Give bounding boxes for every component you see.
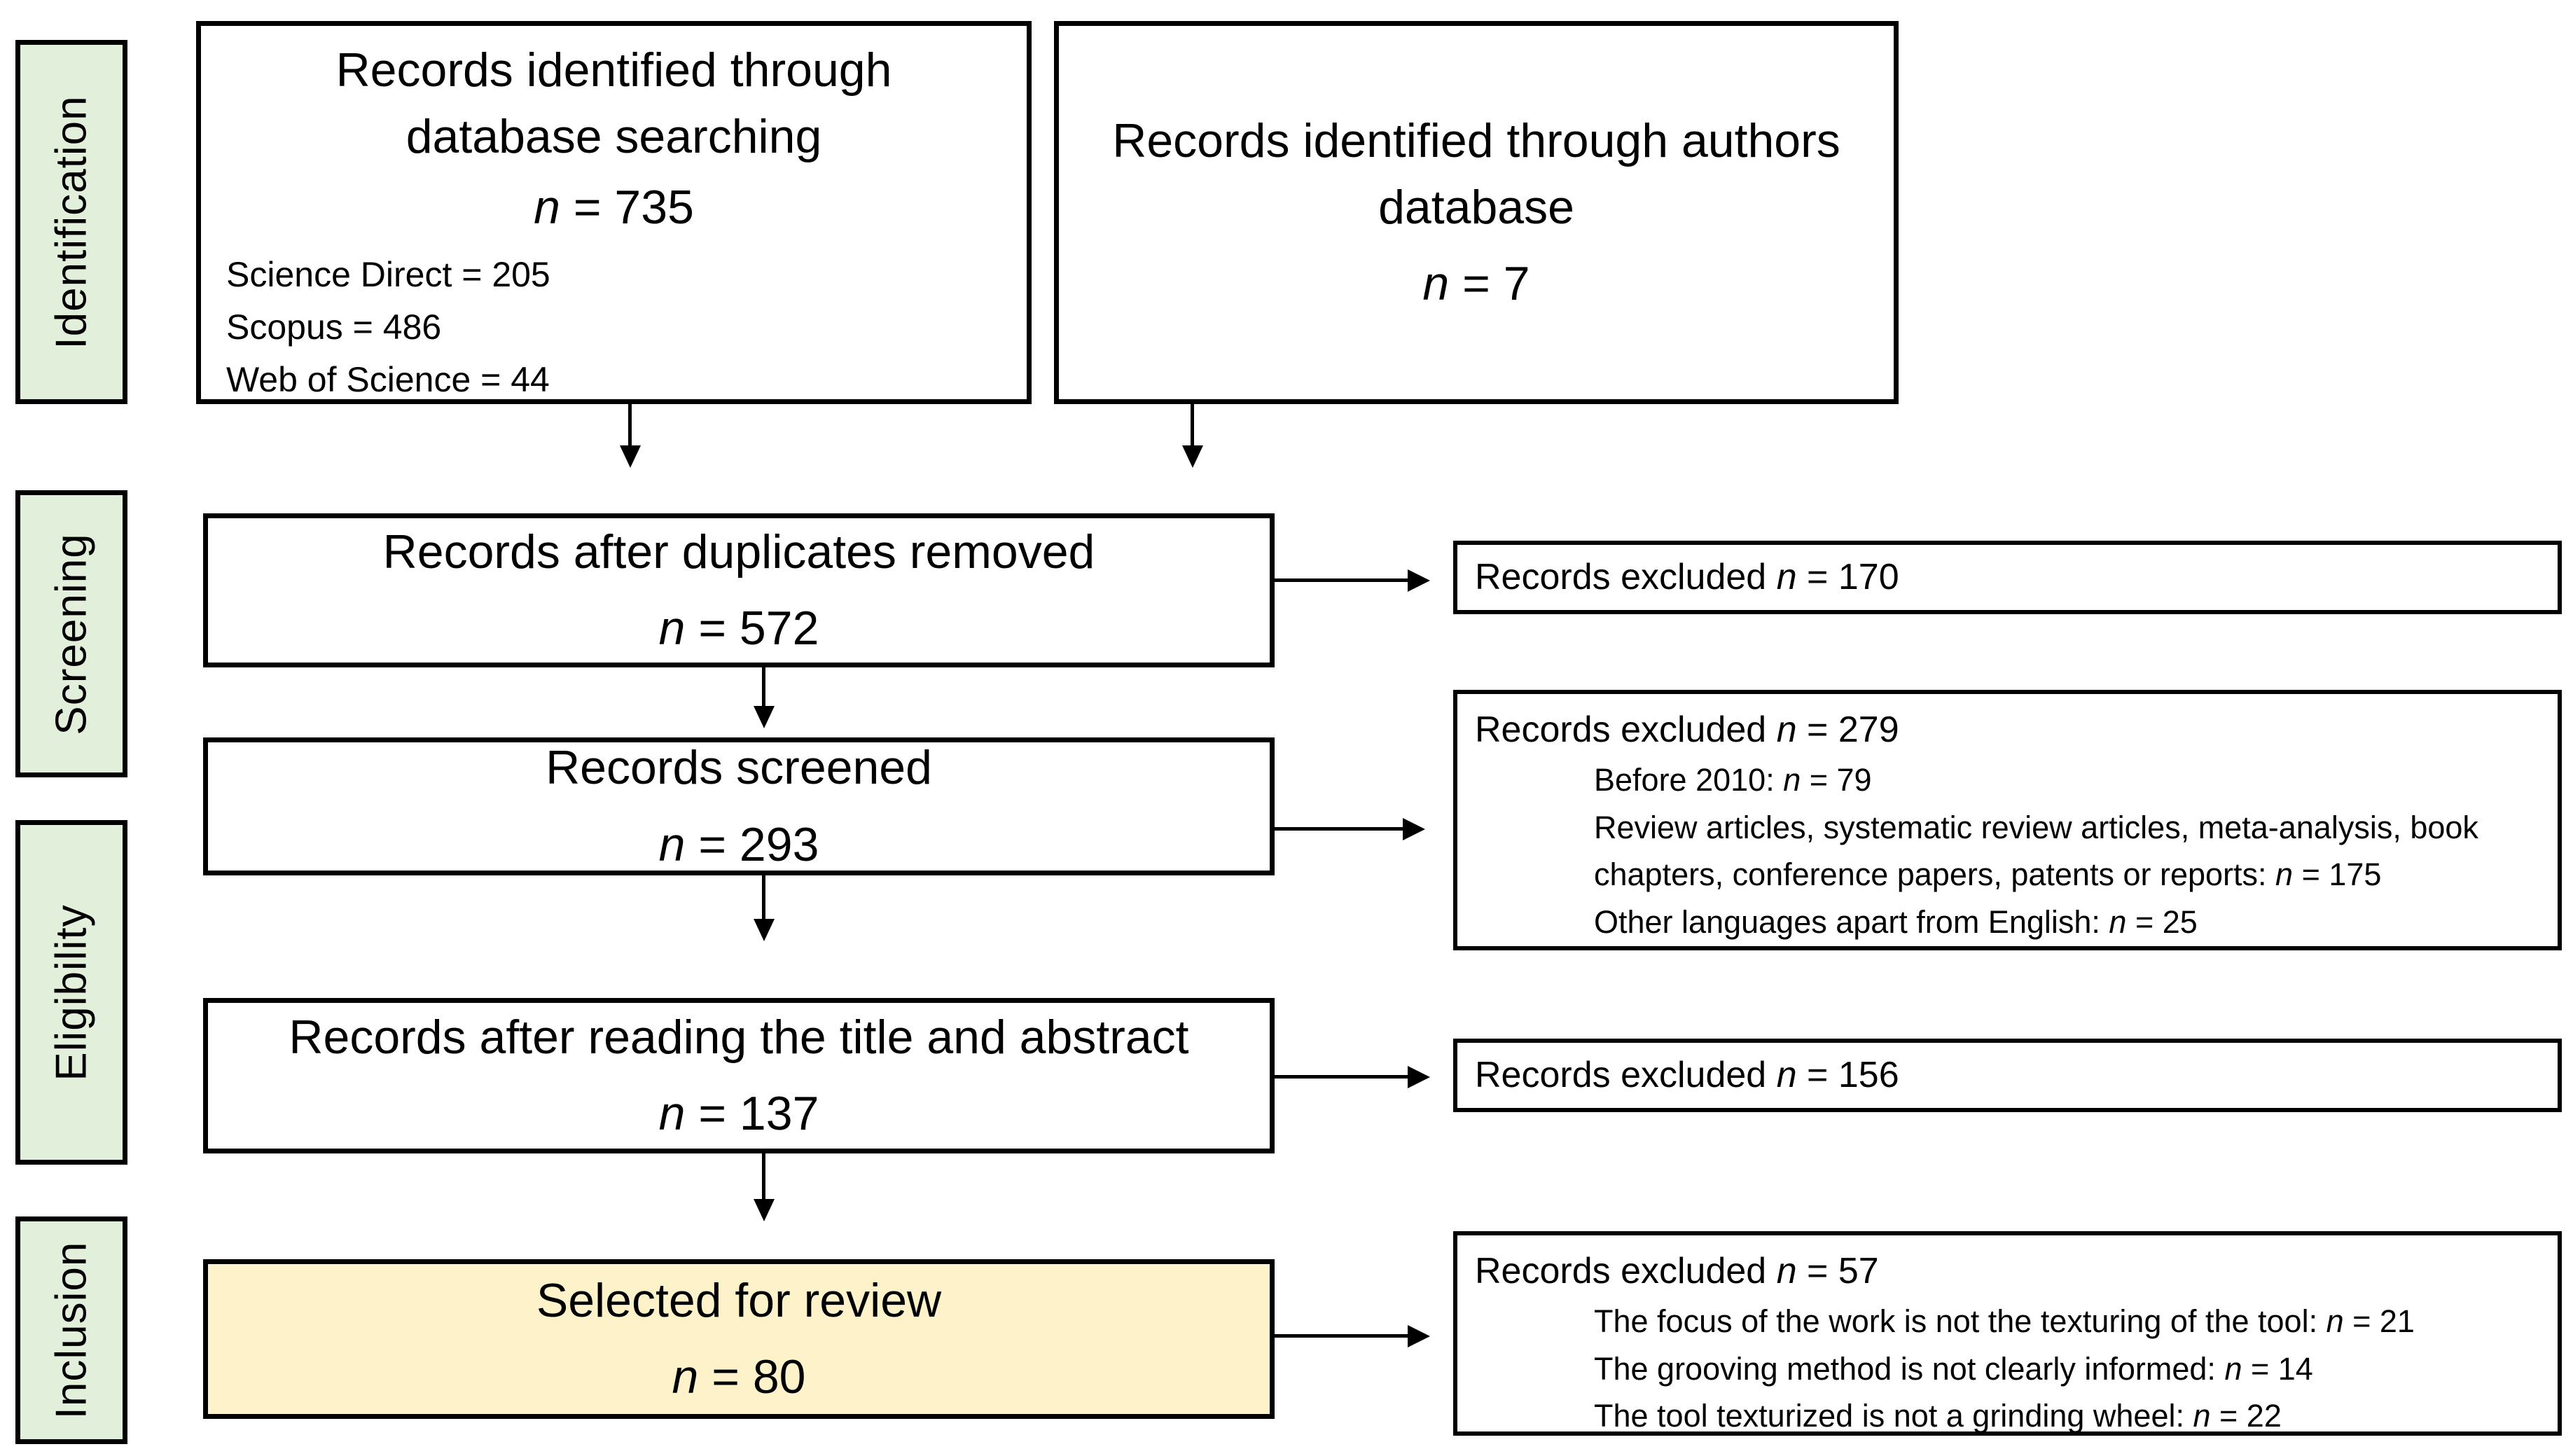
exclusion-summary: Records excluded n = 279 xyxy=(1475,709,1899,750)
box-selected-for-review: Selected for review n = 80 xyxy=(203,1259,1275,1419)
box-title: Records after duplicates removed xyxy=(382,525,1095,578)
exclusion-reason: Review articles, systematic review artic… xyxy=(1594,809,2478,893)
box-excluded-57: Records excluded n = 57 The focus of the… xyxy=(1453,1231,2562,1436)
box-records-after-duplicates: Records after duplicates removed n = 572 xyxy=(203,513,1275,667)
stage-label-eligibility: Eligibility xyxy=(15,820,127,1165)
exclusion-reason-list: Before 2010: n = 79 Review articles, sys… xyxy=(1594,756,2544,945)
box-title: Records screened xyxy=(546,741,932,795)
arrow-title-abstract-to-selected xyxy=(762,1153,765,1199)
box-count: n = 7 xyxy=(1422,257,1530,311)
box-title: Records identified through authors datab… xyxy=(1112,113,1840,234)
exclusion-reason: The grooving method is not clearly infor… xyxy=(1594,1350,2313,1387)
box-title: Selected for review xyxy=(536,1273,942,1327)
box-records-identified-authors: Records identified through authors datab… xyxy=(1054,21,1899,404)
stage-label-identification: Identification xyxy=(15,40,127,404)
box-count: n = 572 xyxy=(658,602,819,655)
stage-label-inclusion: Inclusion xyxy=(15,1216,127,1444)
arrow-screened-to-excluded xyxy=(1275,827,1403,831)
box-excluded-170: Records excluded n = 170 xyxy=(1453,541,2562,614)
exclusion-reason: The tool texturized is not a grinding wh… xyxy=(1594,1398,2282,1434)
stage-label-identification-text: Identification xyxy=(47,95,96,349)
arrow-database-to-duplicates xyxy=(628,404,632,445)
database-source-list: Science Direct = 205 Scopus = 486 Web of… xyxy=(215,249,1013,406)
source-line: Science Direct = 205 xyxy=(226,254,550,294)
exclusion-reason: Before 2010: n = 79 xyxy=(1594,762,1872,798)
exclusion-reason-list: The focus of the work is not the texturi… xyxy=(1594,1298,2544,1440)
exclusion-summary: Records excluded n = 57 xyxy=(1475,1251,1879,1291)
exclusion-summary: Records excluded n = 170 xyxy=(1475,556,1899,597)
arrow-screened-to-title-abstract xyxy=(762,875,765,919)
box-title: Records after reading the title and abst… xyxy=(289,1010,1189,1064)
box-records-screened: Records screened n = 293 xyxy=(203,737,1275,875)
stage-label-screening: Screening xyxy=(15,490,127,777)
stage-label-eligibility-text: Eligibility xyxy=(47,903,96,1081)
box-title: Records identified through database sear… xyxy=(335,43,892,164)
box-excluded-279: Records excluded n = 279 Before 2010: n … xyxy=(1453,690,2562,950)
box-count: n = 293 xyxy=(658,817,819,871)
source-line: Scopus = 486 xyxy=(226,307,442,347)
arrow-title-abstract-to-excluded xyxy=(1275,1075,1408,1079)
stage-label-inclusion-text: Inclusion xyxy=(47,1241,96,1420)
box-excluded-156: Records excluded n = 156 xyxy=(1453,1039,2562,1112)
source-line: Web of Science = 44 xyxy=(226,359,550,399)
arrow-authors-to-duplicates xyxy=(1191,404,1194,445)
arrow-selected-to-excluded xyxy=(1275,1334,1408,1338)
box-records-identified-database: Records identified through database sear… xyxy=(196,21,1032,404)
box-count: n = 80 xyxy=(672,1350,806,1403)
exclusion-summary: Records excluded n = 156 xyxy=(1475,1054,1899,1095)
arrow-duplicates-to-excluded xyxy=(1275,578,1408,582)
box-count: n = 137 xyxy=(658,1087,819,1140)
stage-label-screening-text: Screening xyxy=(47,532,96,735)
exclusion-reason: The focus of the work is not the texturi… xyxy=(1594,1303,2415,1340)
exclusion-reason: Other languages apart from English: n = … xyxy=(1594,903,2198,940)
box-records-title-abstract: Records after reading the title and abst… xyxy=(203,998,1275,1153)
box-count: n = 735 xyxy=(534,181,694,235)
arrow-duplicates-to-screened xyxy=(762,665,765,706)
